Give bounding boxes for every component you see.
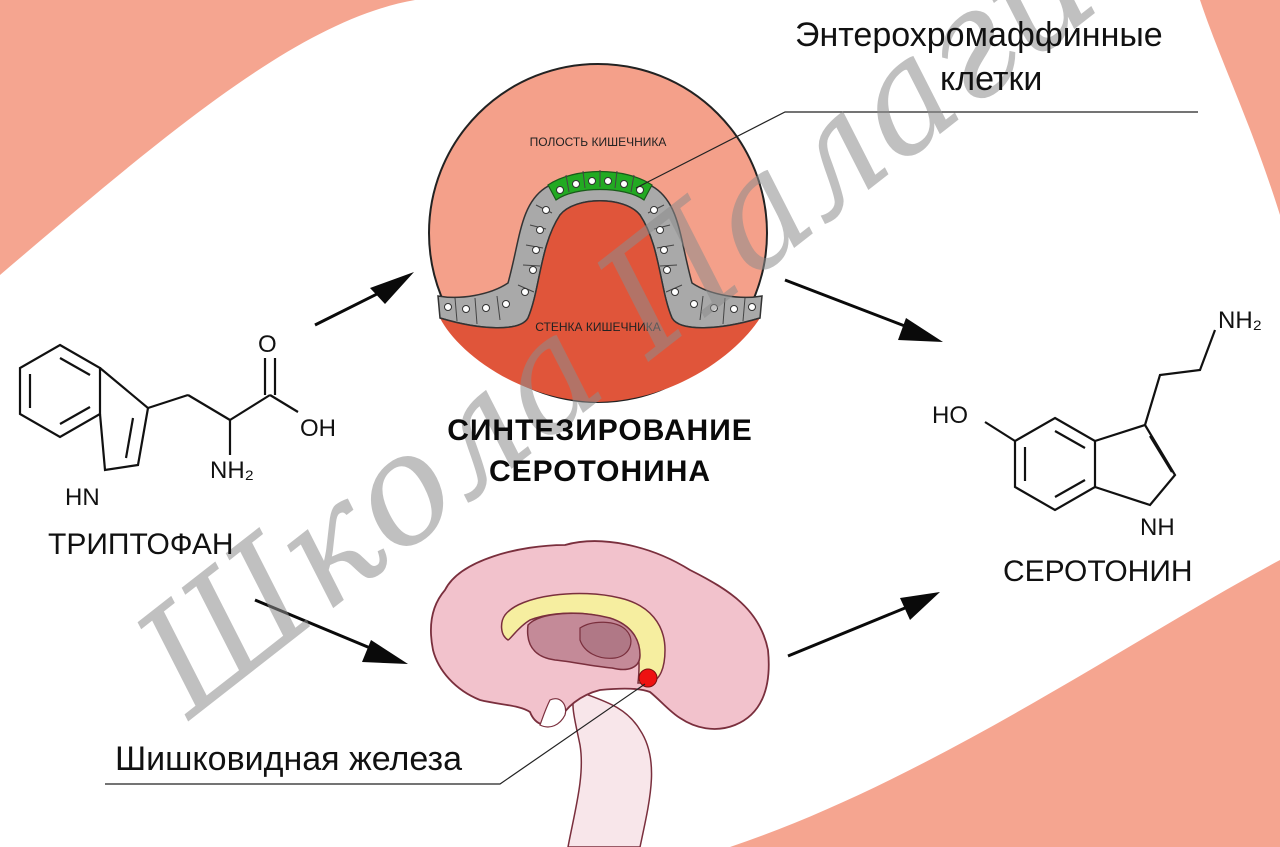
background-blob-top-right <box>1200 0 1280 215</box>
serotonin-ho: HO <box>932 402 968 429</box>
intestine-wall <box>440 200 760 402</box>
cell-dividers <box>454 170 746 325</box>
intestine-diagram: ПОЛОСТЬ КИШЕЧНИКА СТЕНКА КИШЕЧНИКА <box>428 63 768 403</box>
arrow-head-to-intestine <box>370 272 414 304</box>
thalamus-inner <box>579 621 632 659</box>
corpus-callosum <box>500 592 666 684</box>
arrow-head-to-brain <box>362 640 408 664</box>
intestine-cavity-label: ПОЛОСТЬ КИШЕЧНИКА <box>530 135 667 149</box>
arrow-head-to-serotonin-bottom <box>900 592 940 620</box>
enterochromaffin-label-line1: Энтерохромаффинные <box>795 16 1163 54</box>
background-blob-top-left <box>0 0 415 275</box>
ventricle-notch <box>539 698 567 728</box>
serotonin-nh: NH <box>1140 514 1175 541</box>
enterochromaffin-label-line2: клетки <box>940 60 1043 98</box>
pineal-gland-label: Шишковидная железа <box>115 740 463 778</box>
tryptophan-oh: OH <box>300 415 336 442</box>
title-line2: СЕРОТОНИНА <box>488 455 712 488</box>
enterochromaffin-leader-line <box>635 111 1198 189</box>
pineal-gland <box>638 668 658 688</box>
arrow-head-to-serotonin-top <box>898 318 943 342</box>
brain-diagram <box>430 540 770 847</box>
tryptophan-nh2: NH₂ <box>210 457 254 484</box>
tryptophan-hn: HN <box>65 484 100 511</box>
intestine-wall-label: СТЕНКА КИШЕЧНИКА <box>535 320 661 334</box>
serotonin-nh2: NH₂ <box>1218 307 1262 334</box>
brainstem <box>567 689 653 847</box>
tryptophan-label: ТРИПТОФАН <box>48 528 234 561</box>
arrows <box>254 272 943 664</box>
title-line1: СИНТЕЗИРОВАНИЕ <box>447 414 753 447</box>
cell-nuclei <box>444 177 756 313</box>
pineal-leader-line <box>105 683 646 785</box>
tryptophan-structure <box>18 343 299 472</box>
background-blob-bottom-right <box>730 560 1280 847</box>
serotonin-structure <box>984 329 1217 512</box>
serotonin-label: СЕРОТОНИН <box>1003 555 1193 588</box>
tryptophan-o: O <box>258 331 277 358</box>
